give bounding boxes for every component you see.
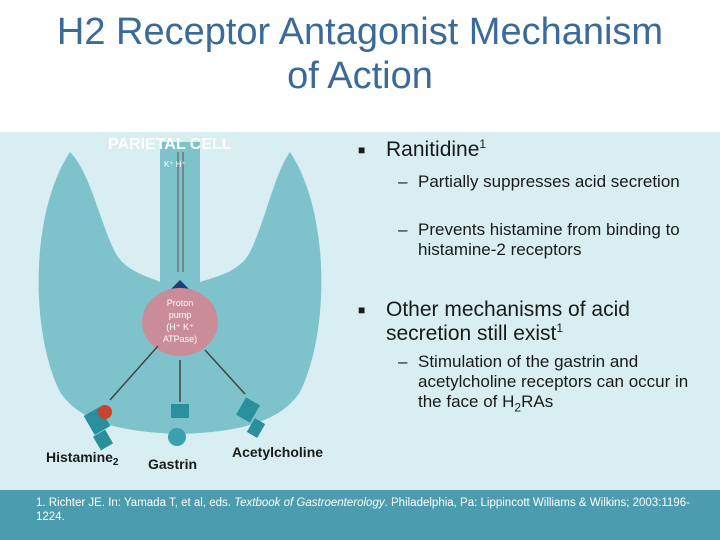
pump-label-1: Proton [167, 298, 194, 308]
gastrin-label: Gastrin [148, 456, 197, 472]
bullet-1-text: Ranitidine [386, 138, 480, 161]
acetylcholine-arrow [204, 349, 246, 395]
gastrin-receptor [168, 404, 189, 446]
reference-text: 1. Richter JE. In: Yamada T, et al, eds.… [36, 497, 690, 523]
footer-reference: 1. Richter JE. In: Yamada T, et al, eds.… [0, 490, 720, 540]
gastrin-molecule [168, 428, 186, 446]
histamine-receptor [83, 405, 114, 451]
bullet-square-icon: ■ [358, 143, 366, 157]
sub-bullet-1a-text: Partially suppresses acid secretion [418, 172, 680, 191]
bullet-1-sup: 1 [479, 137, 487, 151]
bullet-2-text: Other mechanisms of acid secretion still… [386, 298, 630, 345]
parietal-cell-diagram: PARIETAL CELL K⁺ H⁺ Proton pump (H⁺ K⁺ A… [38, 136, 323, 472]
cell-label: PARIETAL CELL [108, 136, 232, 153]
acetylcholine-receptor [236, 397, 266, 438]
title-line-1: H2 Receptor Antagonist Mechanism [56, 11, 664, 53]
title-line-2: of Action [287, 55, 433, 97]
slide-title: H2 Receptor Antagonist Mechanism of Acti… [0, 10, 720, 98]
histamine-arrow [109, 345, 159, 401]
ion-label: K⁺ H⁺ [164, 160, 186, 169]
pump-label-3: (H⁺ K⁺ [166, 322, 194, 332]
proton-pump [142, 288, 218, 356]
bullet-2-sup: 1 [556, 321, 564, 335]
acetylcholine-label: Acetylcholine [232, 444, 323, 460]
bullet-square-icon: ■ [358, 303, 366, 317]
sub-bullet-1b-text: Prevents histamine from binding to hista… [418, 220, 680, 259]
histamine-label: Histamine2 [46, 449, 119, 468]
pump-label-4: ATPase) [163, 334, 197, 344]
pump-label-2: pump [169, 310, 192, 320]
sub-bullet-2a-text: Stimulation of the gastrin and acetylcho… [418, 352, 689, 415]
